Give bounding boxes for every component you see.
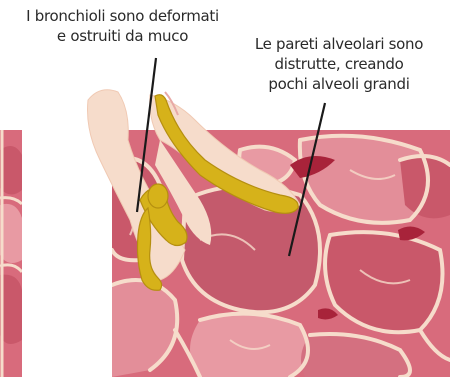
alveoli-label-line1: Le pareti alveolari sono xyxy=(232,34,446,54)
alveoli-label-line3: pochi alveoli grandi xyxy=(232,74,446,94)
bronchioles-label-line2: e ostruiti da muco xyxy=(0,26,245,46)
bronchioles-label: I bronchioli sono deformati e ostruiti d… xyxy=(0,6,245,46)
left-tissue-panel xyxy=(0,130,22,377)
alveoli-label-line2: distrutte, creando xyxy=(232,54,446,74)
bronchioles-label-line1: I bronchioli sono deformati xyxy=(0,6,245,26)
alveoli-label: Le pareti alveolari sono distrutte, crea… xyxy=(232,34,446,94)
